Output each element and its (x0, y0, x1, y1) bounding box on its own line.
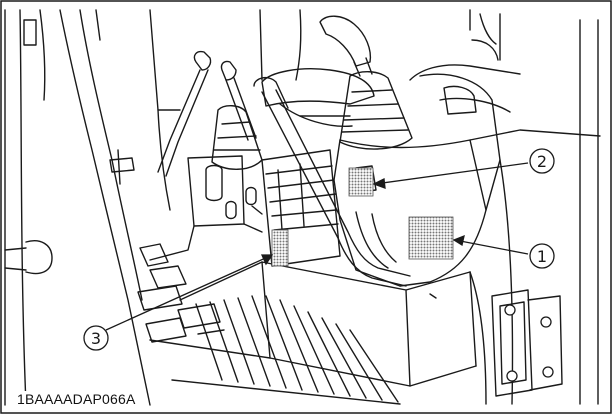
callout-label-2: 2 (537, 152, 547, 171)
leader-line-3 (105, 255, 271, 331)
callout-label-3: 3 (91, 329, 101, 348)
leader-line-2 (374, 162, 529, 185)
callout-1: 1 (529, 243, 555, 269)
arrowhead-2 (372, 178, 386, 189)
right-joystick (319, 15, 413, 150)
figure-code: 1BAAAADAP066A (14, 391, 139, 407)
hinge-bolts (504, 304, 554, 382)
left-door-frame (4, 9, 151, 406)
callout-3: 3 (83, 325, 109, 351)
right-door-frame (469, 13, 601, 405)
decal-2 (348, 167, 374, 197)
arrowhead-3 (260, 254, 274, 266)
left-control-lever (157, 50, 257, 177)
decal-3 (271, 229, 289, 267)
decal-1 (408, 216, 454, 260)
floor-mat (149, 261, 401, 405)
left-console (149, 155, 263, 261)
travel-pedals (137, 243, 225, 343)
callout-label-1: 1 (537, 247, 547, 266)
arrowhead-1 (452, 234, 465, 247)
control-valve-block (245, 149, 341, 267)
leader-line-1 (454, 239, 529, 255)
front-base-panel (261, 261, 477, 387)
callout-2: 2 (529, 148, 555, 174)
